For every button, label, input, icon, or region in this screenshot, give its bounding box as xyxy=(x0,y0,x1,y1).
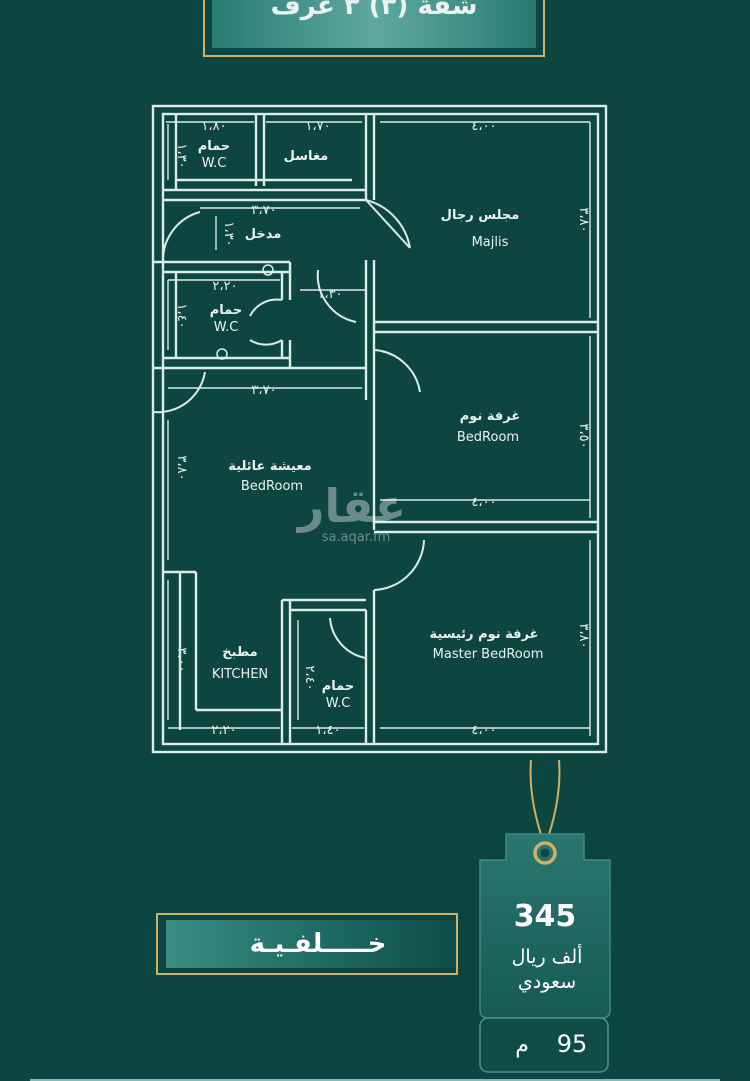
dim-label: ٢،٢٠ xyxy=(212,279,237,294)
dim-label: ١،٨٠ xyxy=(201,119,226,134)
dim-label: ٣،٧٠ xyxy=(251,203,276,218)
room-label-en: W.C xyxy=(214,320,239,335)
location-text: خـــــلفـيـة xyxy=(250,929,387,959)
room-label-ar: حمام xyxy=(198,139,231,154)
entrance-door xyxy=(161,211,201,263)
price-unit-line2: سعودي xyxy=(518,971,576,993)
room-label-ar: حمام xyxy=(210,303,243,318)
area-box: 95 م xyxy=(479,1017,609,1073)
master-door xyxy=(373,539,425,591)
dim-label: ١،٣٠ xyxy=(221,221,236,246)
tag-string xyxy=(529,759,561,847)
room-label-ar: مطبخ xyxy=(222,645,257,660)
hall-door xyxy=(316,269,357,323)
dim-label: ٢،٤٠ xyxy=(302,665,317,690)
dim-label: ١،٣٠ xyxy=(317,287,342,302)
room-label-ar: مجلس رجال xyxy=(441,208,520,223)
room-label-en: BedRoom xyxy=(241,479,303,494)
dim-label: ١،٤٠ xyxy=(315,723,340,738)
price-unit-line1: ألف ريال xyxy=(512,944,583,968)
dim-label: ٤،٠٠ xyxy=(471,495,496,510)
dim-label: ٣،٨٠ xyxy=(576,207,591,232)
bedroom-door xyxy=(373,349,421,393)
room-label-en: KITCHEN xyxy=(212,667,268,682)
room-label-ar: معيشة عائلية xyxy=(228,459,311,474)
room-label-en: Majlis xyxy=(472,235,509,250)
dim-label: ١،٤٠ xyxy=(174,303,189,328)
outer-wall xyxy=(151,104,608,754)
room-label-en: W.C xyxy=(326,696,351,711)
dim-label: ٤،٠٠ xyxy=(471,119,496,134)
inner-wall xyxy=(161,112,600,746)
dim-label: ٢،٢٠ xyxy=(211,723,236,738)
page-title: شقة (٣) ٣ غرف xyxy=(271,0,478,21)
room-label-en: BedRoom xyxy=(457,430,519,445)
price-tag: 345 ألف ريال سعودي xyxy=(479,833,611,1019)
room-label-ar: حمام xyxy=(322,679,355,694)
tag-ring-icon xyxy=(533,841,557,865)
room-label-en: W.C xyxy=(202,156,227,171)
dim-label: ١،٧٠ xyxy=(305,119,330,134)
room-label-en: Master BedRoom xyxy=(433,647,544,662)
fixture-icon xyxy=(262,264,274,276)
area-value: 95 xyxy=(557,1030,588,1058)
dim-label: ٣،٨٠ xyxy=(576,623,591,648)
wc2-door xyxy=(249,298,283,317)
watermark: عقار sa.aqar.fm xyxy=(296,479,406,545)
dim-label: ٣،٨٠ xyxy=(174,455,189,480)
room-label-ar: غرفة نوم رئيسية xyxy=(429,627,538,642)
dim-label: ٤،٠٠ xyxy=(471,723,496,738)
location-label: خـــــلفـيـة xyxy=(156,913,458,975)
dim-label: ١،٣٠ xyxy=(174,143,189,168)
dim-label: ٣،٥٠ xyxy=(576,423,591,448)
dim-label: ٣،٧٠ xyxy=(251,383,276,398)
room-label-ar: غرفة نوم xyxy=(460,409,520,424)
room-label-ar: مدخل xyxy=(245,227,282,242)
floor-plan: ١،٨٠ ١،٧٠ ١،٣٠ ٣،٧٠ ١،٣٠ ٢،٢٠ ١،٤٠ ١،٣٠ … xyxy=(151,104,608,754)
watermark-logo: عقار xyxy=(296,479,406,533)
header-banner: شقة (٣) ٣ غرف xyxy=(203,0,545,57)
wc3-door xyxy=(329,617,367,659)
room-label-ar: مغاسل xyxy=(284,149,329,164)
majlis-door xyxy=(365,199,411,249)
living-door xyxy=(152,371,206,414)
dim-label: ٣،٠٠ xyxy=(174,647,189,672)
fixture-icon xyxy=(216,348,228,360)
area-unit: م xyxy=(515,1033,529,1058)
price-value: 345 xyxy=(514,899,577,934)
watermark-site: sa.aqar.fm xyxy=(322,530,391,545)
